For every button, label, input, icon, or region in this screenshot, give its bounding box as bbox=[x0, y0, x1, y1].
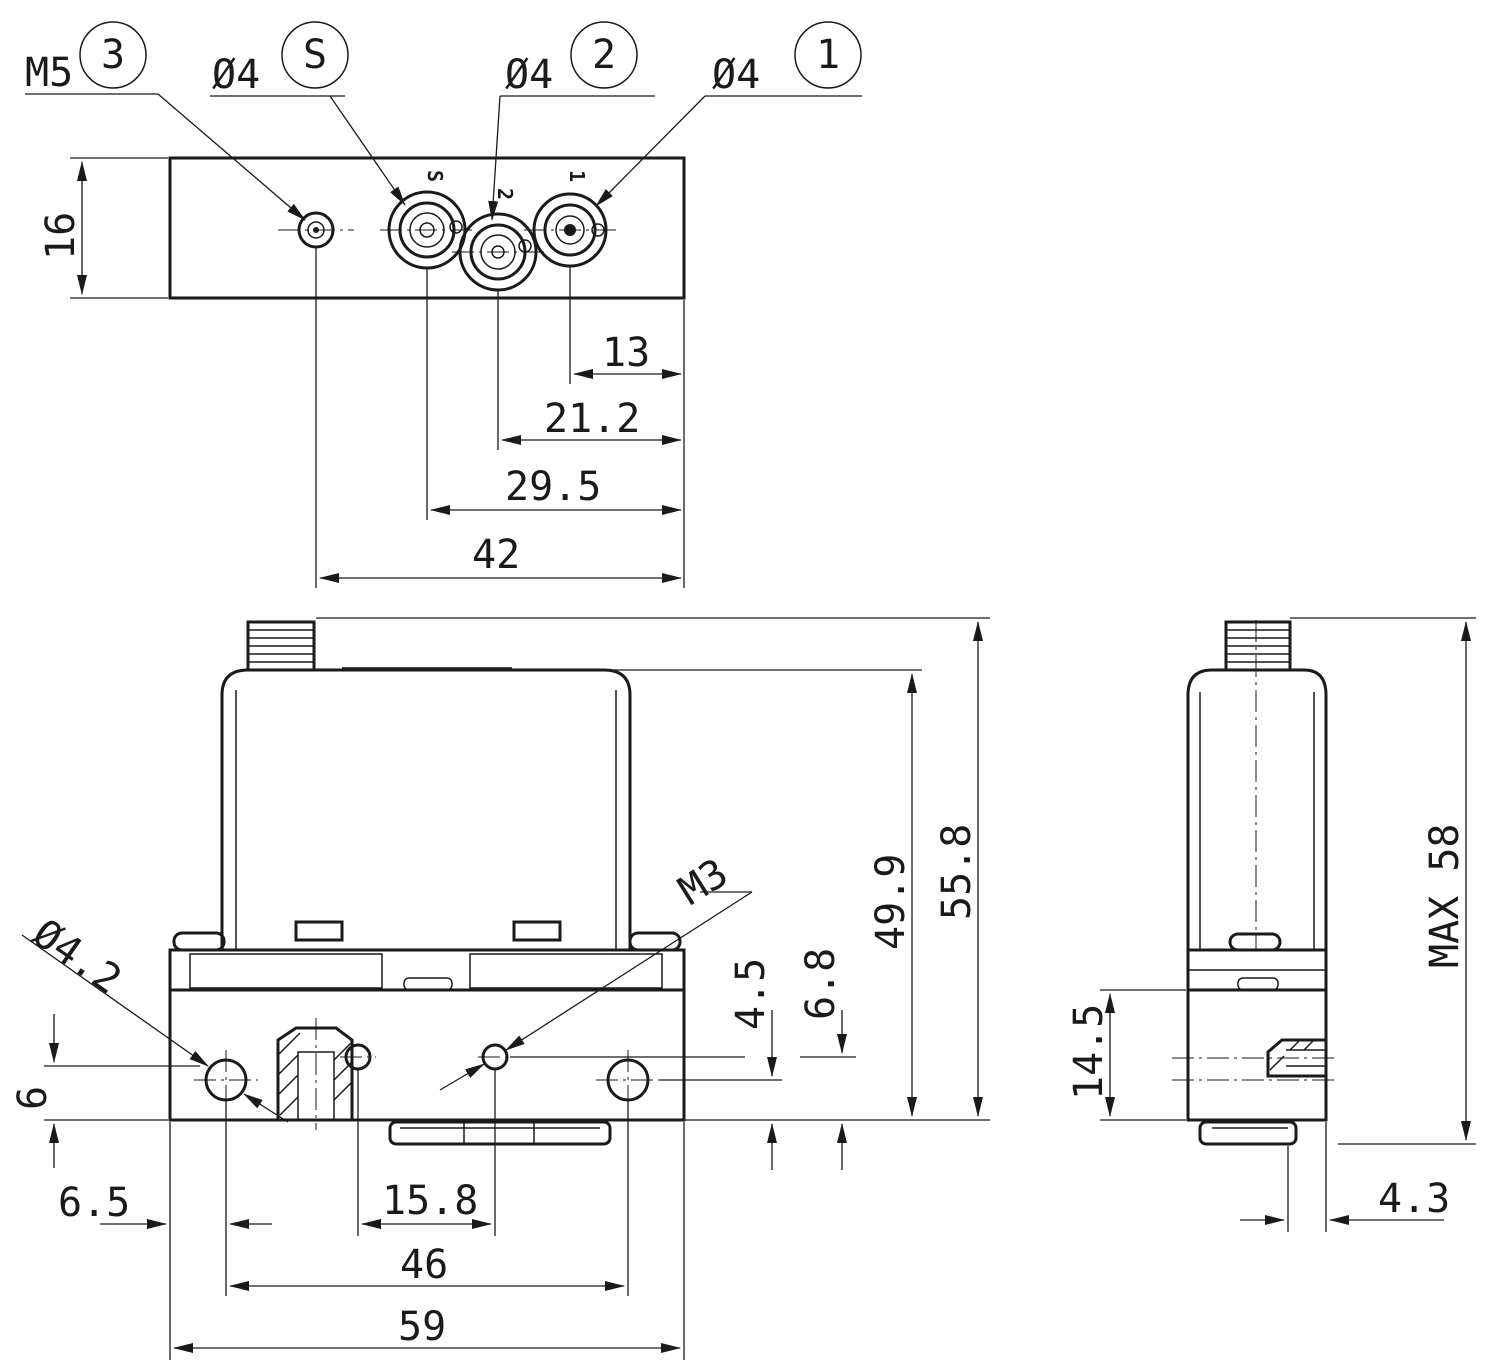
front-base-block bbox=[168, 988, 686, 1122]
callout-label-m5: M5 bbox=[25, 50, 73, 96]
port-mark-2: 2 bbox=[493, 188, 517, 200]
dim-49-9: 49.9 bbox=[868, 854, 914, 950]
front-valve-housing bbox=[220, 668, 632, 950]
callout-number-1: 1 bbox=[816, 32, 840, 78]
port-mark-s: S bbox=[423, 170, 447, 182]
dim-29-5: 29.5 bbox=[505, 464, 601, 510]
dim-height-16: 16 bbox=[38, 212, 84, 260]
dim-21-2: 21.2 bbox=[544, 396, 640, 442]
dim-55-8: 55.8 bbox=[934, 824, 980, 920]
front-section-port bbox=[276, 1018, 354, 1130]
label-hole-4-2: Ø4.2 bbox=[24, 911, 129, 1004]
dim-14-5: 14.5 bbox=[1066, 1004, 1112, 1100]
front-clip-left bbox=[294, 920, 344, 942]
dim-max-58: MAX 58 bbox=[1422, 824, 1468, 969]
callout-label-s: Ø4 bbox=[212, 52, 260, 98]
dim-4-3: 4.3 bbox=[1378, 1176, 1450, 1222]
front-clip-right bbox=[512, 920, 562, 942]
dim-15-8: 15.8 bbox=[382, 1178, 478, 1224]
side-section-port bbox=[1172, 1038, 1336, 1081]
port-1 bbox=[524, 192, 616, 268]
side-thread-connector bbox=[1224, 620, 1292, 672]
callout-number-3: 3 bbox=[101, 32, 125, 78]
callout-circle-1 bbox=[794, 21, 862, 89]
dim-42: 42 bbox=[472, 532, 520, 578]
callout-label-1: Ø4 bbox=[712, 52, 760, 98]
side-view: MAX 58 14.5 4.3 bbox=[1066, 617, 1476, 1232]
front-view: 49.9 55.8 4.5 6.8 6 M3 Ø4.2 bbox=[10, 617, 990, 1360]
callout-label-2: Ø4 bbox=[505, 52, 553, 98]
callout-number-s: S bbox=[303, 32, 327, 78]
callout-circle-2 bbox=[570, 21, 638, 89]
dim-6-5: 6.5 bbox=[58, 1180, 130, 1226]
dim-59: 59 bbox=[398, 1304, 446, 1350]
top-view: S 2 1 M5 3 Ø4 S Ø4 2 Ø4 1 16 bbox=[25, 21, 862, 588]
side-base-block bbox=[1186, 988, 1328, 1122]
dim-6: 6 bbox=[10, 1086, 56, 1110]
callout-number-2: 2 bbox=[592, 32, 616, 78]
callout-circle-3 bbox=[79, 21, 147, 89]
dim-4-5: 4.5 bbox=[728, 958, 774, 1030]
side-bottom-connector bbox=[1198, 1120, 1298, 1146]
side-valve-housing bbox=[1186, 668, 1328, 950]
dim-6-8: 6.8 bbox=[798, 948, 844, 1020]
callout-circle-s bbox=[281, 21, 349, 89]
port-mark-1: 1 bbox=[565, 170, 589, 182]
dim-46: 46 bbox=[400, 1242, 448, 1288]
front-thread-connector bbox=[246, 620, 316, 672]
dim-13: 13 bbox=[602, 330, 650, 376]
label-m3: M3 bbox=[671, 850, 736, 915]
front-bottom-connectors bbox=[388, 1120, 612, 1146]
port-m5 bbox=[278, 211, 354, 249]
